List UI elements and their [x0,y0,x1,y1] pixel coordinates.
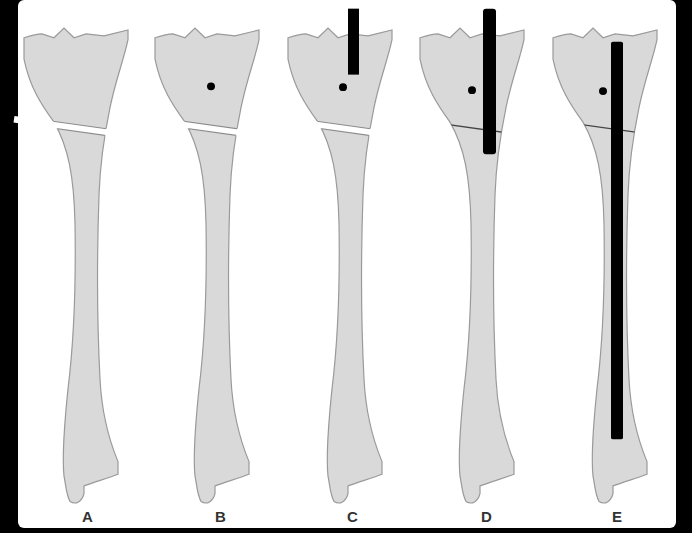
panel-letter: B [215,508,226,525]
panel-letter: D [481,508,492,525]
tibia-d [410,9,535,503]
panel-letter: E [612,508,622,525]
reamer [483,9,496,155]
tibia-a [14,28,139,503]
intramedullary-nail [611,42,623,440]
panel-letter: A [82,508,93,525]
guide-wire [348,9,359,75]
locking-screw [599,87,607,95]
tibia-b [145,28,270,503]
panel-letter: C [347,508,358,525]
panel [18,0,676,528]
tibia-c [278,9,403,503]
entry-point [468,86,476,94]
entry-point [207,82,215,90]
tibia-e [543,28,668,503]
entry-point [339,83,347,91]
